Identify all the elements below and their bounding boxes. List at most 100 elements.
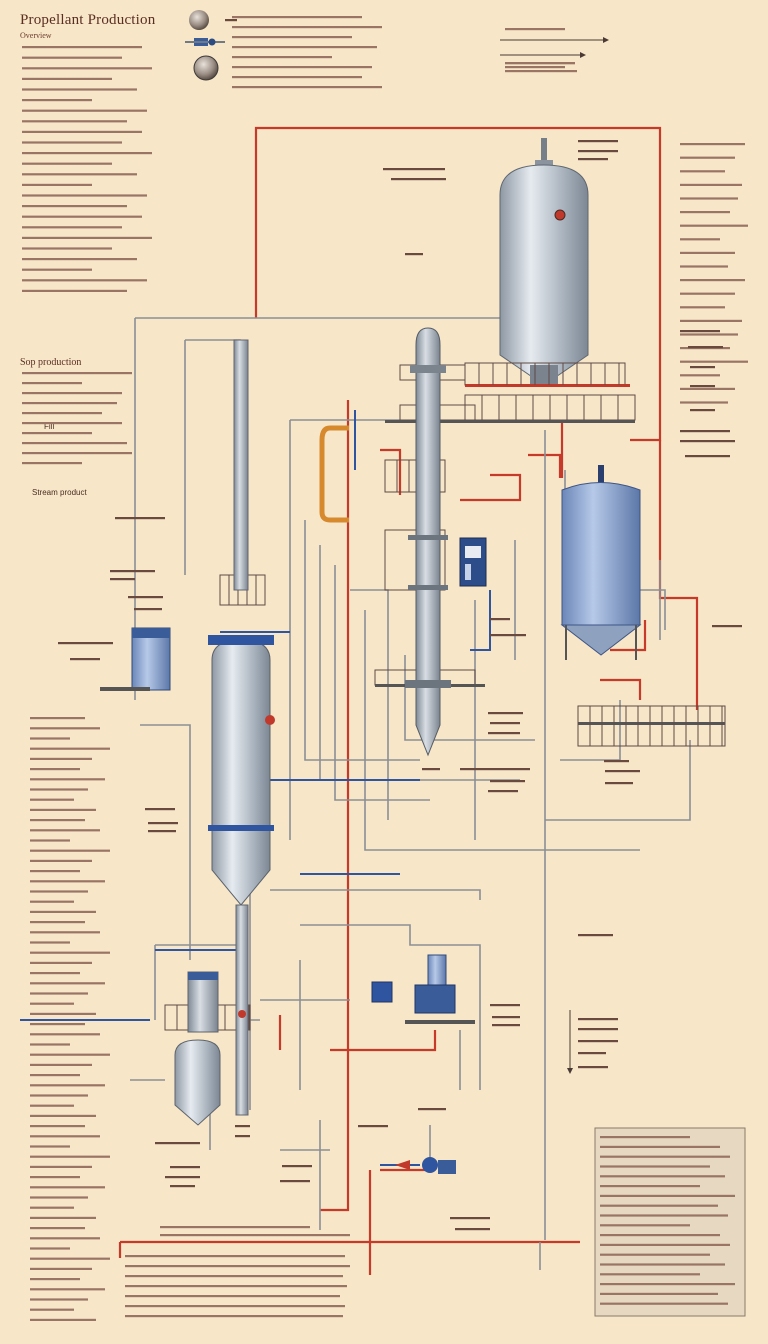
- text-line: [680, 387, 735, 390]
- text-line: [30, 1267, 92, 1270]
- text-line: [600, 1253, 710, 1256]
- text-line: [232, 56, 332, 59]
- text-line: [30, 1247, 70, 1250]
- text-line: [600, 1145, 720, 1148]
- text-line: [30, 910, 96, 913]
- text-line: [22, 236, 152, 239]
- text-line: [600, 1273, 700, 1276]
- text-line: [680, 170, 725, 173]
- text-line: [160, 1226, 310, 1229]
- text-line: [22, 99, 92, 102]
- distillation-column: [405, 327, 451, 757]
- text-line: [30, 829, 100, 832]
- text-line: [680, 401, 728, 404]
- text-line: [680, 156, 735, 159]
- label-line: [405, 253, 423, 256]
- text-line: [30, 1237, 100, 1240]
- legend-box: [594, 1127, 746, 1317]
- text-line: [680, 251, 735, 254]
- label-line: [383, 168, 445, 171]
- text-line: [22, 46, 142, 49]
- text-line: [30, 941, 70, 944]
- text-line: [22, 183, 92, 186]
- label-line: [455, 1228, 490, 1231]
- text-line: [22, 120, 127, 123]
- text-line: [505, 28, 565, 31]
- text-line: [30, 931, 100, 934]
- label-line: [578, 158, 608, 161]
- label-line: [145, 808, 175, 811]
- label-line: [605, 782, 633, 785]
- text-line: [680, 319, 742, 322]
- text-line: [30, 1135, 100, 1138]
- label-line: [578, 1018, 618, 1021]
- text-line: [30, 982, 105, 985]
- text-line: [600, 1204, 718, 1207]
- left-lower-list: [30, 717, 110, 1321]
- text-line: [680, 224, 748, 227]
- label-line: [358, 1125, 388, 1128]
- text-line: [22, 56, 122, 59]
- text-line: [160, 1234, 350, 1237]
- text-line: [600, 1136, 690, 1139]
- text-line: [30, 880, 105, 883]
- text-line: [22, 77, 112, 80]
- text-line: [30, 1186, 105, 1189]
- text-line: [22, 268, 92, 271]
- text-line: [30, 808, 96, 811]
- label-line: [235, 1125, 250, 1128]
- text-line: [30, 1196, 88, 1199]
- text-line: [22, 215, 142, 218]
- text-line: [22, 141, 122, 144]
- label-line: [680, 430, 730, 433]
- text-line: [22, 152, 152, 155]
- label-line: [280, 1180, 310, 1183]
- text-line: [22, 226, 122, 229]
- reactor-vessel: [208, 339, 275, 1116]
- label-line: [422, 768, 440, 771]
- text-line: [22, 67, 152, 70]
- label-line: [110, 570, 155, 573]
- callout-fill: Fill: [44, 422, 55, 431]
- cold-lines: [20, 410, 491, 1166]
- label-line: [148, 822, 178, 825]
- text-line: [30, 1298, 88, 1301]
- orange-u-pipe: [319, 425, 349, 523]
- text-line: [30, 788, 88, 791]
- label-line: [148, 830, 176, 833]
- callout-stream-product: Stream product: [32, 488, 87, 497]
- text-line: [30, 900, 74, 903]
- label-line: [578, 1052, 606, 1055]
- text-line: [22, 109, 147, 112]
- process-lines: [130, 317, 691, 1270]
- label-line: [155, 1142, 200, 1145]
- text-line: [30, 1165, 92, 1168]
- text-line: [600, 1175, 725, 1178]
- text-line: [125, 1295, 340, 1298]
- text-line: [22, 442, 127, 445]
- text-line: [30, 778, 105, 781]
- text-line: [30, 1278, 80, 1281]
- text-line: [30, 921, 85, 924]
- text-line: [30, 1206, 74, 1209]
- text-line: [30, 870, 80, 873]
- text-line: [22, 412, 102, 415]
- label-line: [604, 760, 629, 763]
- text-line: [30, 1145, 70, 1148]
- text-line: [30, 1318, 96, 1321]
- text-line: [22, 402, 117, 405]
- text-line: [680, 265, 728, 268]
- text-line: [680, 279, 745, 282]
- text-line: [505, 70, 577, 73]
- receiver-vessel: [174, 971, 246, 1126]
- text-line: [30, 717, 85, 720]
- text-line: [680, 183, 742, 186]
- text-line: [30, 1012, 96, 1015]
- text-line: [680, 374, 720, 377]
- text-line: [600, 1214, 728, 1217]
- text-line: [30, 1176, 80, 1179]
- text-line: [30, 1288, 105, 1291]
- label-line: [170, 1185, 195, 1188]
- text-line: [30, 1308, 74, 1311]
- gear-valve-icon: [185, 38, 225, 46]
